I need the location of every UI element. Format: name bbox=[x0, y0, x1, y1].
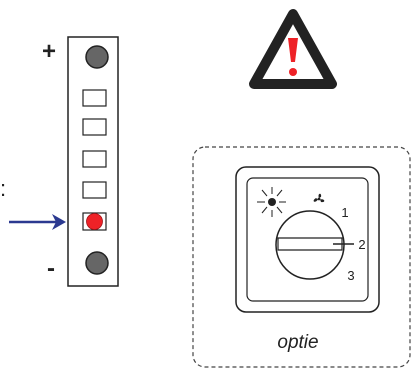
terminal-slot bbox=[82, 181, 107, 199]
pointer-arrow-icon bbox=[9, 214, 66, 230]
minus-sign: - bbox=[47, 255, 55, 282]
option-caption: optie bbox=[277, 332, 318, 353]
terminal-slot bbox=[82, 89, 107, 107]
option-panel-border bbox=[192, 146, 411, 368]
terminal-screw-bottom bbox=[85, 251, 109, 275]
terminal-strip bbox=[67, 36, 119, 287]
terminal-indicator-led bbox=[86, 213, 103, 230]
terminal-slot bbox=[82, 150, 107, 168]
terminal-slot bbox=[82, 118, 107, 136]
partial-colon: : bbox=[0, 176, 6, 201]
dial-setting-3: 3 bbox=[347, 268, 354, 283]
fan-icon bbox=[313, 193, 325, 203]
fan-speed-dial bbox=[275, 210, 354, 280]
warning-triangle-icon bbox=[249, 9, 337, 89]
plus-sign: + bbox=[42, 38, 56, 65]
terminal-screw-top bbox=[85, 45, 109, 69]
dial-setting-1: 1 bbox=[341, 205, 348, 220]
option-panel: 1 2 3 optie bbox=[192, 146, 411, 368]
dial-setting-2: 2 bbox=[358, 237, 365, 252]
indicator-light-icon bbox=[257, 187, 286, 217]
